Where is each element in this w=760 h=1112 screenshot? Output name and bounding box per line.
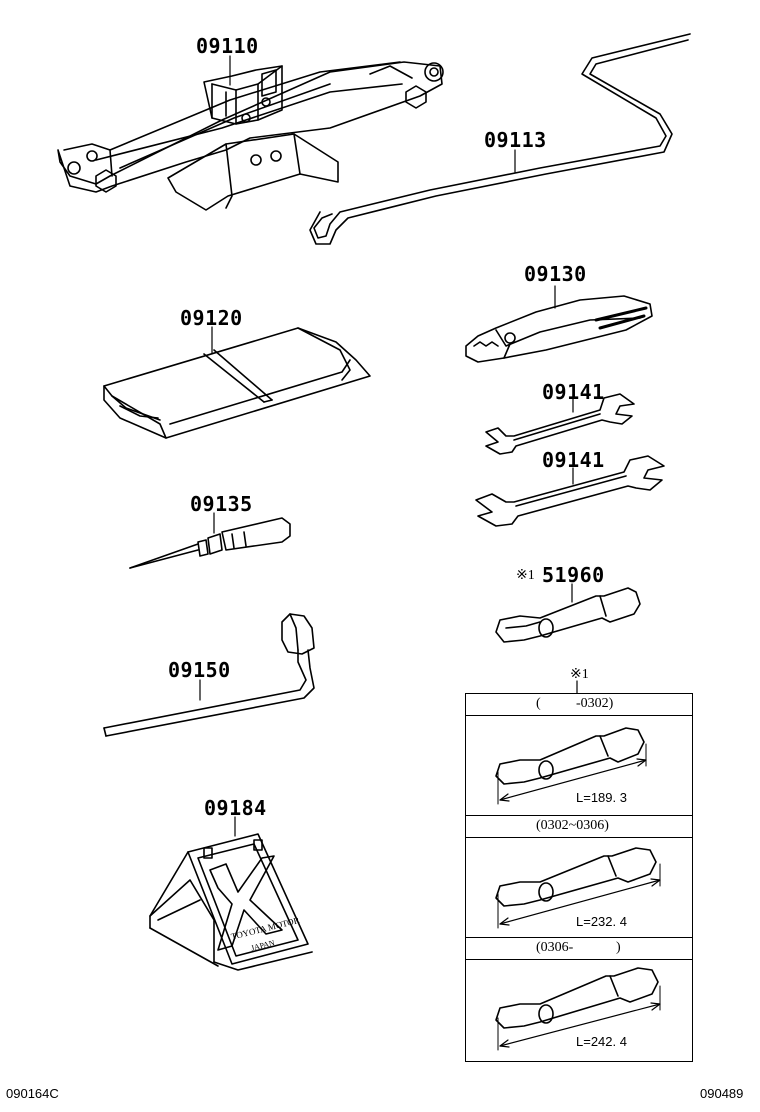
- pliers-icon: [465, 295, 653, 363]
- table-towing-eye-3-icon: [495, 967, 661, 1051]
- length-1: L=189. 3: [576, 790, 627, 805]
- range-2: (0302~0306): [536, 818, 609, 833]
- jack-handle-icon: [309, 33, 691, 245]
- table-towing-eye-2-icon: [495, 847, 661, 929]
- table-row-header-1: ( -0302): [466, 694, 692, 716]
- screwdriver-icon: [129, 517, 291, 569]
- part-label-09130[interactable]: 09130: [524, 262, 587, 286]
- part-label-09150[interactable]: 09150: [168, 658, 231, 682]
- part-label-09184[interactable]: 09184: [204, 796, 267, 820]
- scissor-jack-icon: [57, 61, 444, 211]
- towing-eye-icon: [495, 587, 641, 643]
- range-1-end: -0302): [576, 696, 614, 711]
- reference-mark-51960: ※1: [516, 568, 535, 583]
- leader-lines: [199, 55, 578, 837]
- footer-right-code: 090489: [700, 1086, 744, 1101]
- table-row-header-2: (0302~0306): [466, 816, 692, 838]
- part-label-09110[interactable]: 09110: [196, 34, 259, 58]
- table-row-header-3: (0306- ): [466, 938, 692, 960]
- range-3-end: ): [616, 940, 621, 955]
- footer-left-code: 090164C: [6, 1086, 59, 1101]
- jack-stand-icon: [149, 833, 313, 971]
- table-row-content-1: L=189. 3: [466, 716, 692, 816]
- range-3-start: (0306-: [536, 940, 574, 955]
- lug-wrench-icon: [103, 613, 315, 737]
- towing-eye-variants-table: ( -0302) L=189. 3 (0302~0306) L=232. 4 (…: [465, 693, 693, 1062]
- table-row-content-3: L=242. 4: [466, 960, 692, 1060]
- part-label-09113[interactable]: 09113: [484, 128, 547, 152]
- table-reference-mark: ※1: [570, 667, 589, 682]
- table-row-content-2: L=232. 4: [466, 838, 692, 938]
- tool-bag-icon: [103, 327, 371, 439]
- length-2: L=232. 4: [576, 914, 627, 929]
- wrench-large-icon: [475, 455, 665, 527]
- part-label-09141-large[interactable]: 09141: [542, 448, 605, 472]
- part-label-09135[interactable]: 09135: [190, 492, 253, 516]
- range-1-start: (: [536, 696, 541, 711]
- part-label-09141-small[interactable]: 09141: [542, 380, 605, 404]
- part-label-51960[interactable]: 51960: [542, 563, 605, 587]
- part-label-09120[interactable]: 09120: [180, 306, 243, 330]
- length-3: L=242. 4: [576, 1034, 627, 1049]
- wrench-small-icon: [485, 393, 635, 455]
- table-towing-eye-1-icon: [495, 727, 647, 805]
